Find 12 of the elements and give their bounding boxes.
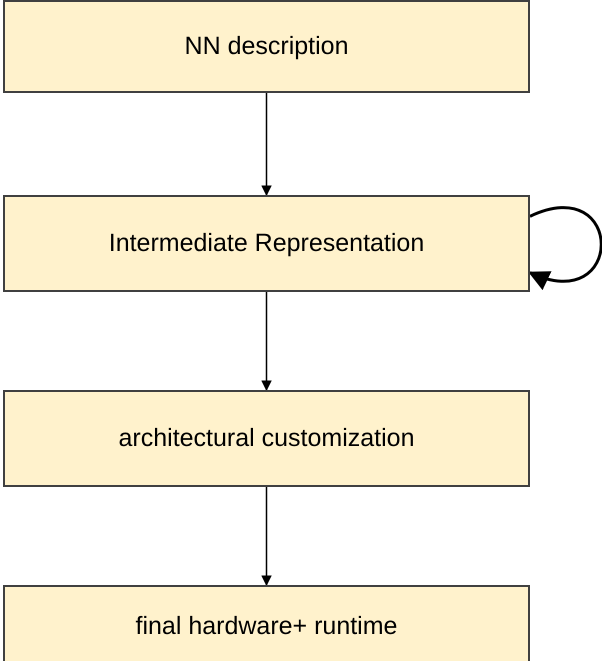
- process-box: [3, 195, 530, 292]
- process-box: [3, 390, 530, 487]
- arrow: [261, 292, 272, 392]
- box-label: final hardware+ runtime: [136, 612, 398, 640]
- box-label: Intermediate Representation: [108, 229, 424, 258]
- arrow: [261, 93, 272, 196]
- box-label: NN description: [184, 32, 348, 61]
- loop-arrow: [528, 206, 602, 289]
- arrow: [261, 487, 272, 586]
- process-box: [3, 585, 530, 661]
- box-label: architectural customization: [118, 424, 414, 453]
- process-box: [3, 0, 530, 93]
